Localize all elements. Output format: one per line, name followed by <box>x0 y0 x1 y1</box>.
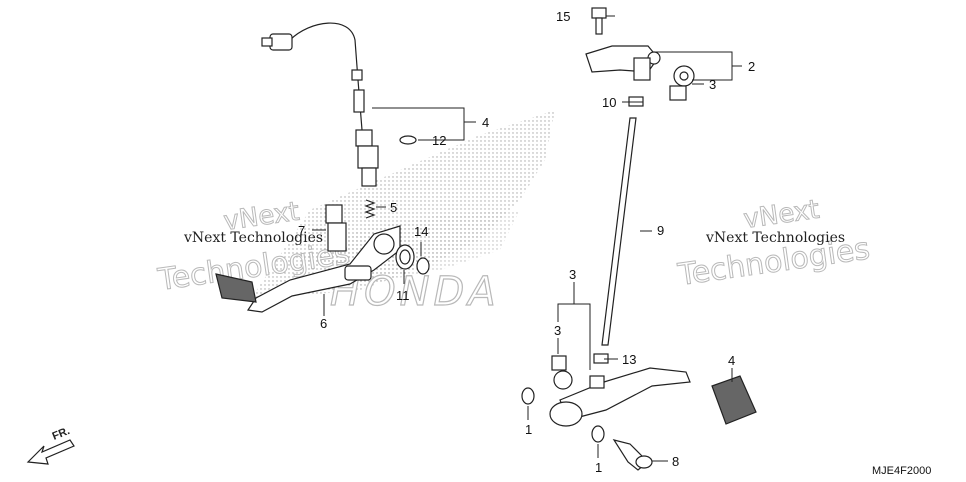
leader-lines <box>312 15 742 462</box>
part-oring-right <box>591 425 605 443</box>
callout-14: 12 <box>432 133 446 148</box>
part-switch-cable <box>261 22 417 187</box>
part-pivot-bolt <box>325 204 347 252</box>
part-shift-rubber <box>711 375 757 425</box>
part-oring-left <box>521 387 535 405</box>
callout-12: 10 <box>602 95 616 110</box>
callout-1-left: 1 <box>525 422 532 437</box>
callout-7: 5 <box>390 200 397 215</box>
callout-3: 3 <box>569 267 576 282</box>
part-upper-link-arm <box>585 45 661 81</box>
callout-labels: 15 2 3 10 4 12 5 7 9 14 3 11 6 3 13 4 1 … <box>298 9 755 475</box>
callout-13: 11 <box>396 288 410 303</box>
callout-15: 13 <box>622 352 636 367</box>
part-clip <box>416 257 430 275</box>
callout-6: 4 <box>482 115 489 130</box>
callout-16: 14 <box>414 224 428 239</box>
diagram-code: MJE4F2000 <box>872 465 931 477</box>
front-arrow-icon <box>26 439 75 465</box>
callout-2: 2 <box>748 59 755 74</box>
part-spring <box>364 199 376 219</box>
callout-5: 4 <box>728 353 735 368</box>
callout-11: 9 <box>657 223 664 238</box>
callout-17: 15 <box>556 9 570 24</box>
part-shift-rod <box>601 117 637 346</box>
callout-9: 7 <box>298 223 305 238</box>
callout-8: 6 <box>320 316 327 331</box>
watermark-right-small: vNext Technologies <box>705 230 845 246</box>
callout-1-right: 1 <box>595 460 602 475</box>
part-washer <box>395 244 415 270</box>
callout-10: 8 <box>672 454 679 469</box>
part-brake-pedal <box>215 225 401 313</box>
watermark-right-top: vNext <box>742 195 821 235</box>
part-ball-joint-upper <box>669 65 695 101</box>
callout-4-upper: 3 <box>709 77 716 92</box>
callout-4-lower: 3 <box>554 323 561 338</box>
part-gearshift-pedal <box>549 355 691 427</box>
part-bolt-17 <box>591 7 607 35</box>
part-pivot-bolt-10 <box>612 439 653 471</box>
front-direction-indicator: FR. <box>26 425 75 465</box>
watermark-left-small: vNext Technologies <box>183 230 323 246</box>
watermark-right: vNext Technologies vNext Technologies <box>675 194 873 293</box>
